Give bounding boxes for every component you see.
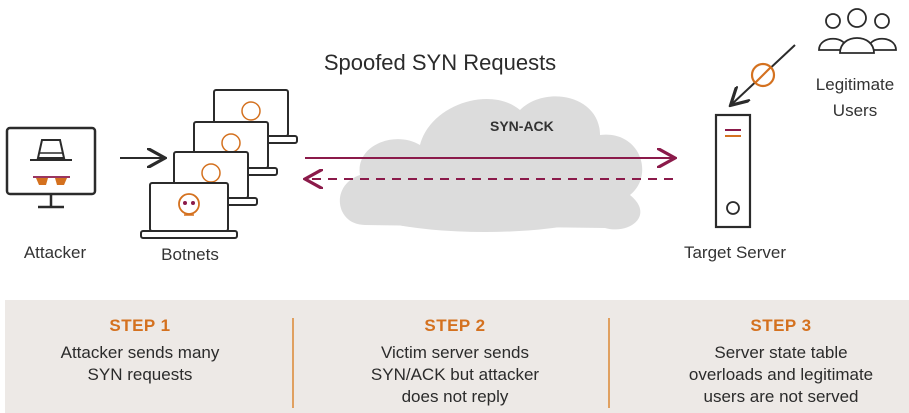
step-3-line: Server state table: [714, 343, 848, 362]
step-3-line: overloads and legitimate: [688, 365, 874, 384]
step-3-line: users are not served: [703, 387, 859, 406]
step-divider: [292, 318, 294, 408]
attacker-label: Attacker: [23, 243, 87, 262]
legitimate-users-label-line2: Users: [832, 101, 878, 120]
blocked-icon: [750, 62, 776, 88]
step-3-title: STEP 3: [750, 316, 812, 335]
step-2-description: Victim server sends SYN/ACK but attacker…: [305, 342, 605, 408]
step-1-line: Attacker sends many: [60, 343, 220, 362]
server-icon: [714, 113, 752, 229]
step-1-title: STEP 1: [109, 316, 171, 335]
step-3: STEP 3 Server state table overloads and …: [631, 316, 909, 408]
step-1: STEP 1 Attacker sends many SYN requests: [0, 316, 290, 386]
steps-panel: STEP 1 Attacker sends many SYN requests …: [5, 300, 909, 413]
botnets-label: Botnets: [161, 245, 219, 264]
diagram-title: Spoofed SYN Requests: [323, 50, 557, 75]
botnets-icon: [140, 89, 298, 239]
step-2-line: Victim server sends: [380, 343, 529, 362]
step-2: STEP 2 Victim server sends SYN/ACK but a…: [305, 316, 605, 408]
step-1-description: Attacker sends many SYN requests: [0, 342, 290, 386]
step-divider: [608, 318, 610, 408]
step-3-description: Server state table overloads and legitim…: [631, 342, 909, 408]
cloud-label: SYN-ACK: [490, 118, 554, 134]
cloud-shape: [339, 96, 643, 232]
step-2-line: SYN/ACK but attacker: [370, 365, 540, 384]
target-server-label: Target Server: [683, 243, 787, 262]
attacker-icon: [5, 126, 97, 209]
legitimate-users-label-line1: Legitimate: [815, 75, 895, 94]
users-icon: [818, 8, 897, 54]
step-2-line: does not reply: [401, 387, 509, 406]
step-1-line: SYN requests: [87, 365, 193, 384]
legitimate-users-label: Legitimate Users: [800, 72, 909, 124]
step-2-title: STEP 2: [424, 316, 486, 335]
diagram-canvas: [5, 8, 897, 239]
